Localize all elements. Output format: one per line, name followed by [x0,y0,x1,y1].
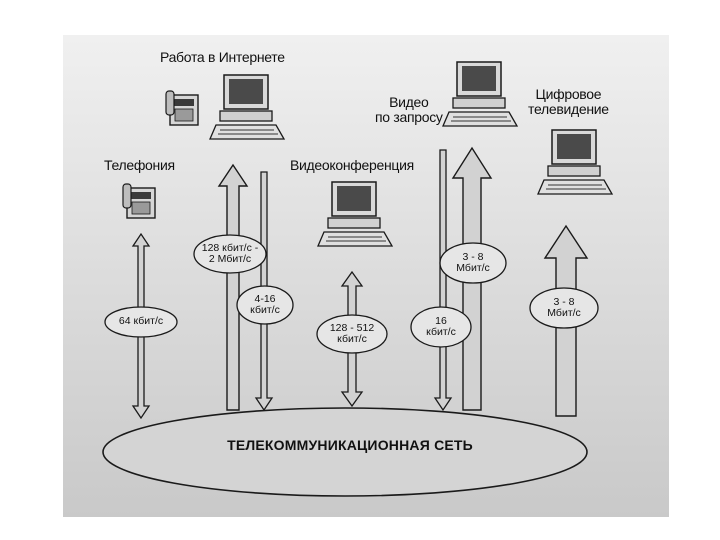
label-tv-line1: Цифровое [535,86,602,102]
rate-internet-down-l1: 128 кбит/с - [201,241,259,254]
rate-vod-down-l1: 3 - 8 [462,250,484,263]
vod-computer-icon [442,61,518,127]
rate-videoconference: 128 - 512 кбит/с [317,315,387,353]
label-telephony: Телефония [104,157,175,173]
label-vod-line1: Видео [389,94,429,110]
label-vod: Видео по запросу [375,95,443,124]
rate-telephony: 64 кбит/с [105,307,177,337]
rate-telephony-text: 64 кбит/с [118,315,164,328]
label-tv: Цифровое телевидение [528,87,609,116]
telecom-network-ellipse [102,407,588,497]
bubble-tv [529,287,599,329]
rate-internet-up: 4-16 кбит/с [237,286,293,324]
rate-vod-down: 3 - 8 Мбит/с [440,243,506,283]
label-vod-line2: по запросу [375,108,443,125]
rate-vod-up-l2: кбит/с [426,326,456,338]
label-tv-line2: телевидение [528,100,609,117]
rate-internet-down: 128 кбит/с - 2 Мбит/с [194,235,266,273]
bubble-internet-up [236,285,294,325]
rate-vod-up-l1: 16 [435,314,447,327]
bubble-internet-down [193,234,267,274]
rate-internet-up-l2: кбит/с [250,304,280,316]
bubble-vod-down [439,242,507,284]
telephone-icon [122,183,156,219]
label-videoconference: Видеоконференция [290,157,414,173]
videoconference-computer-icon [317,181,393,247]
rate-tv-l2: Мбит/с [547,307,581,319]
arrow-vod-up [433,149,453,412]
label-internet: Работа в Интернете [160,49,285,65]
rate-internet-up-l1: 4-16 [254,292,276,305]
rate-vod-down-l2: Мбит/с [456,262,490,274]
rate-videoconference-l2: кбит/с [337,333,367,345]
rate-internet-down-l2: 2 Мбит/с [208,253,252,265]
bubble-telephony [104,306,178,338]
bubble-videoconference [316,314,388,354]
rate-tv-l1: 3 - 8 [553,295,575,308]
internet-phone-icon [165,90,199,126]
internet-computer-icon [209,74,285,140]
rate-vod-up: 16 кбит/с [411,307,471,347]
network-label: ТЕЛЕКОММУНИКАЦИОННАЯ СЕТЬ [227,437,473,453]
rate-tv: 3 - 8 Мбит/с [530,288,598,328]
rate-videoconference-l1: 128 - 512 [329,321,375,334]
bubble-vod-up [410,306,472,348]
tv-computer-icon [537,129,613,195]
